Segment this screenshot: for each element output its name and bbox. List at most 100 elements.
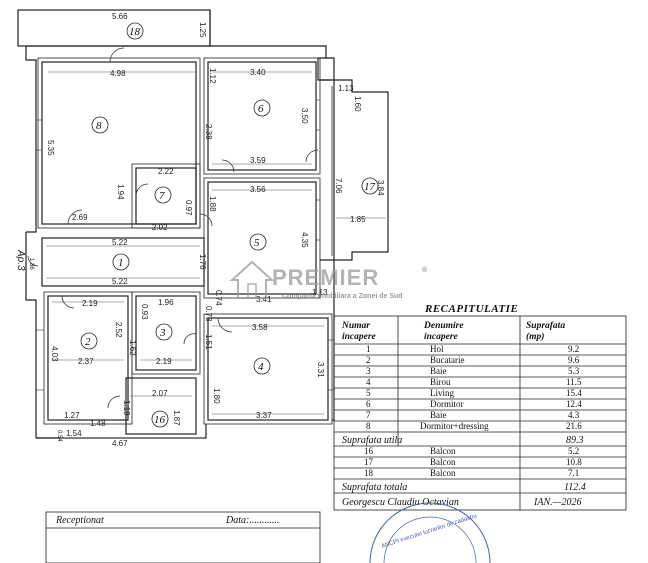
dim-label: 4.98 (110, 69, 126, 78)
dim-label: 7.06 (334, 178, 343, 194)
dim-label: 5.22 (112, 238, 128, 247)
dimension-lines (40, 71, 386, 439)
room-number-16: 16 (154, 414, 166, 426)
header-name: Denumire (423, 321, 464, 331)
dim-label: 4.67 (112, 439, 128, 448)
row-number: 16 (364, 446, 374, 456)
dim-label: 1.13 (338, 84, 354, 93)
row-number: 7 (366, 410, 371, 420)
row-number: 8 (366, 421, 371, 431)
dim-label: 1.94 (116, 184, 125, 200)
author-name: Georgescu Claudiu Octavian (342, 497, 459, 508)
dim-label: 3.59 (250, 156, 266, 165)
row-area: 9.2 (568, 344, 579, 354)
useful-area-value: 89.3 (566, 435, 584, 446)
row-name: Balcon (430, 457, 456, 467)
dim-label: 4.03 (50, 346, 59, 362)
dim-label: 4.35 (300, 232, 309, 248)
dim-label: 0.74 (214, 290, 223, 306)
dimension-labels: 5.66 1.25 4.98 3.40 1.12 5.35 2.38 3.50 … (15, 12, 385, 448)
dim-label: 1.54 (66, 429, 82, 438)
dim-label: 3.31 (316, 362, 325, 378)
room-number-8: 8 (96, 120, 102, 132)
balcony-16-outline (125, 377, 197, 435)
dim-label: 1.12 (208, 68, 217, 84)
dim-label: 2.52 (114, 322, 123, 338)
row-name: Baie (430, 366, 447, 376)
dim-label: 1.25 (198, 22, 207, 38)
row-area: 15.4 (566, 388, 582, 398)
registered-mark: ® (422, 266, 428, 274)
row-area: 7.1 (568, 468, 579, 478)
dim-label: 0.73 (204, 306, 213, 322)
header-area-sub: (mp) (526, 331, 544, 342)
dim-label: 1.27 (64, 411, 80, 420)
dim-label: 5.22 (112, 277, 128, 286)
row-name: Balcon (430, 468, 456, 478)
room-number-2: 2 (85, 336, 91, 348)
dim-label: 3.50 (300, 108, 309, 124)
dim-label: 1.80 (212, 388, 221, 404)
walls (17, 9, 389, 439)
dim-label: 1.88 (208, 196, 217, 212)
dim-label: 0.93 (140, 304, 149, 320)
recap-title: RECAPITULATIE (424, 303, 518, 315)
recap-table: RECAPITULATIE Numar incapere Denumire in… (333, 303, 627, 511)
dim-label: 1.87 (172, 410, 181, 426)
table-row: 6 Dormitor 12.4 (366, 399, 582, 409)
dim-label: 0.54 (56, 430, 62, 442)
dim-label: 5.35 (46, 140, 55, 156)
header-number-sub: incapere (342, 332, 377, 342)
dim-label: 2.19 (156, 357, 172, 366)
room-number-17: 17 (364, 181, 376, 193)
room-number-18: 18 (129, 26, 141, 38)
dim-label: 3.41 (256, 295, 272, 304)
row-name: Dormitor+dressing (420, 421, 489, 431)
row-number: 1 (366, 344, 371, 354)
room-number-6: 6 (258, 103, 264, 115)
dim-label: 3.40 (250, 68, 266, 77)
dim-label: 5.66 (112, 12, 128, 21)
watermark: PREMIER ® Compania imobiliara a Zonei de… (229, 260, 428, 300)
dim-label: 1.19 (122, 400, 131, 416)
room-5-outline (207, 181, 317, 295)
room-number-3: 3 (159, 327, 166, 339)
table-row: 17 Balcon 10.8 (364, 457, 582, 467)
dim-label: 2.07 (152, 389, 168, 398)
dim-label: 1.36 (28, 258, 34, 270)
row-name: Baie (430, 410, 447, 420)
dim-label: 2.19 (82, 299, 98, 308)
room-number-5: 5 (254, 237, 260, 249)
table-row: 1 Hol 9.2 (366, 344, 579, 354)
row-area: 5.2 (568, 446, 579, 456)
row-name: Hol (430, 344, 444, 354)
dim-label: 1.85 (350, 215, 366, 224)
row-area: 9.6 (568, 355, 580, 365)
table-row: 7 Baie 4.3 (366, 410, 580, 420)
table-row: 16 Balcon 5.2 (364, 446, 579, 456)
row-area: 12.4 (566, 399, 582, 409)
row-area: 10.8 (566, 457, 582, 467)
table-row: 5 Living 15.4 (366, 388, 582, 398)
dim-label: 1.96 (158, 298, 174, 307)
dim-label: 2.02 (152, 223, 168, 232)
row-name: Birou (430, 377, 451, 387)
apartment-label: Ap.3 (15, 249, 26, 271)
row-number: 5 (366, 388, 371, 398)
row-area: 4.3 (568, 410, 580, 420)
header-name-sub: incapere (424, 332, 459, 342)
windows (36, 99, 334, 391)
useful-area-label: Suprafata utila (342, 435, 402, 446)
dim-label: 1.51 (204, 334, 213, 350)
room-2-outline (47, 295, 129, 421)
balcony-17-outline (320, 79, 389, 261)
total-area-value: 112.4 (564, 482, 586, 493)
room-number-4: 4 (258, 361, 264, 373)
cadastre-stamp: ANCPI executel lucrarilor de cadastru (369, 502, 491, 563)
dim-label: 0.97 (184, 200, 193, 216)
room-7-outline (135, 167, 197, 225)
row-area: 5.3 (568, 366, 580, 376)
watermark-tagline: Compania imobiliara a Zonei de Sud (282, 293, 403, 300)
